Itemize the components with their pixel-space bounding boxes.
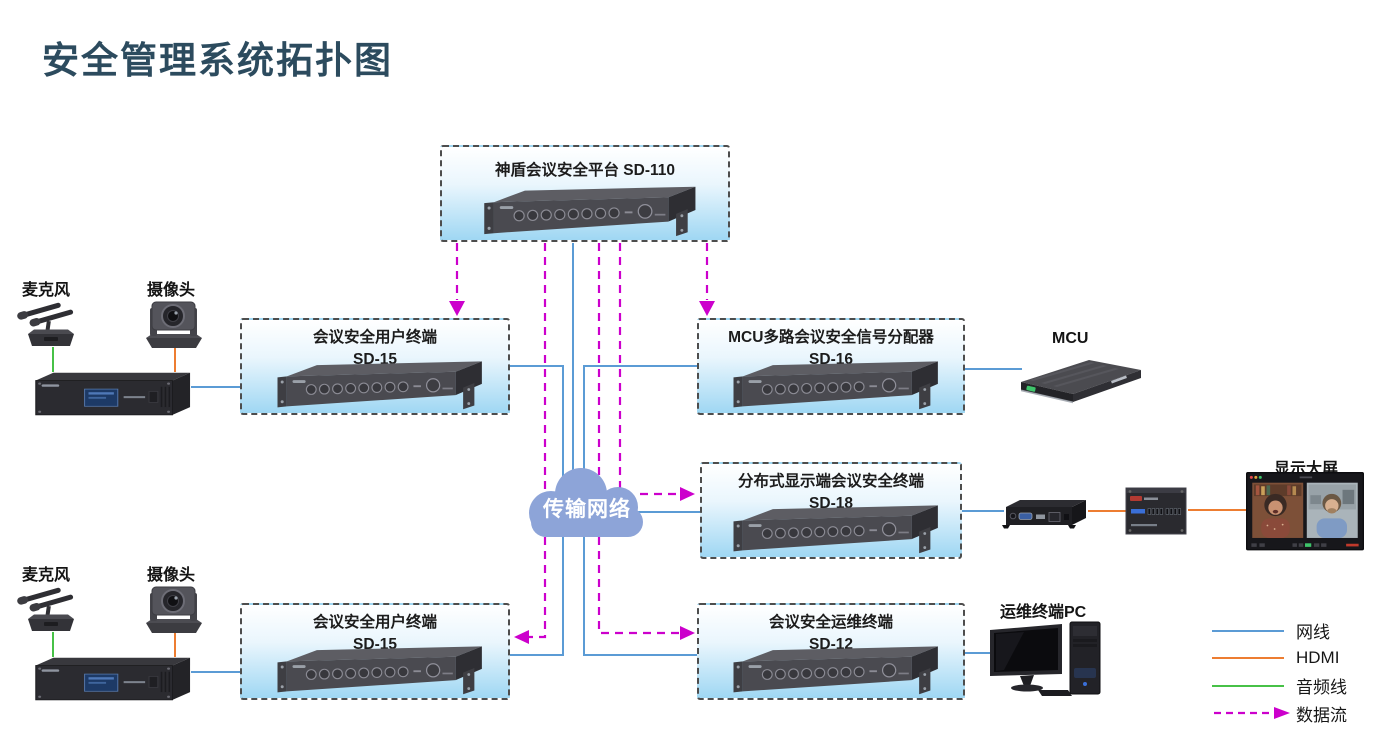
legend-audio-line bbox=[1212, 684, 1284, 687]
node-user-terminal-bottom-sd15: 会议安全用户终端 SD-15 bbox=[240, 603, 510, 700]
camera-image bbox=[138, 292, 210, 350]
rack-server-image bbox=[716, 496, 946, 556]
legend: 网线 HDMI 音频线 数据流 bbox=[1212, 617, 1347, 727]
node-platform-label: 神盾会议安全平台 SD-110 bbox=[494, 162, 675, 179]
cloud-label: 传输网络 bbox=[543, 498, 631, 521]
node-display-terminal-sd18: 分布式显示端会议安全终端 SD-18 bbox=[700, 462, 962, 559]
mic-top-label: 麦克风 bbox=[22, 282, 71, 299]
rack-server-image bbox=[259, 352, 491, 412]
ops-pc-image bbox=[984, 618, 1106, 706]
legend-flow-label: 数据流 bbox=[1296, 705, 1347, 725]
node-platform-sd110: 神盾会议安全平台 SD-110 bbox=[440, 145, 730, 242]
flow-arrowhead-sd15-bottom bbox=[514, 630, 529, 644]
decoder-box-image bbox=[998, 494, 1090, 530]
matrix-device-image bbox=[1122, 482, 1190, 538]
node-mcu-distributor-sd16: MCU多路会议安全信号分配器 SD-16 bbox=[697, 318, 965, 415]
mic-bottom-label: 麦克风 bbox=[22, 567, 71, 584]
legend-item-net: 网线 bbox=[1212, 617, 1347, 645]
node-ops-terminal-sd12: 会议安全运维终端 SD-12 bbox=[697, 603, 965, 700]
rack-server-image bbox=[715, 352, 947, 412]
node-label-line1: MCU多路会议安全信号分配器 bbox=[728, 329, 934, 346]
flow-arrowhead-sd12 bbox=[680, 626, 695, 640]
node-label-line1: 会议安全用户终端 bbox=[312, 614, 437, 631]
node-label-line1: 分布式显示端会议安全终端 bbox=[737, 473, 924, 490]
conference-terminal-image bbox=[26, 653, 192, 703]
legend-hdmi-line bbox=[1212, 657, 1284, 660]
node-label-line1: 会议安全用户终端 bbox=[312, 329, 437, 346]
cloud-shape bbox=[529, 468, 643, 537]
legend-item-audio: 音频线 bbox=[1212, 672, 1347, 700]
node-user-terminal-top-sd15: 会议安全用户终端 SD-15 bbox=[240, 318, 510, 415]
microphone-image bbox=[14, 577, 90, 635]
microphone-image bbox=[14, 292, 90, 350]
mcu-device-image bbox=[1015, 348, 1145, 404]
legend-hdmi-label: HDMI bbox=[1296, 648, 1340, 668]
conference-terminal-image bbox=[26, 368, 192, 418]
rack-server-image bbox=[259, 637, 491, 697]
big-display-image bbox=[1246, 472, 1364, 554]
camera-top-label: 摄像头 bbox=[147, 282, 196, 299]
legend-item-hdmi: HDMI bbox=[1212, 645, 1347, 673]
ops-pc-label: 运维终端PC bbox=[1000, 604, 1087, 621]
flow-arrowhead-sd15-top bbox=[449, 301, 465, 316]
page-title: 安全管理系统拓扑图 bbox=[42, 40, 393, 81]
legend-flow-arrow bbox=[1214, 707, 1290, 720]
legend-net-label: 网线 bbox=[1296, 623, 1330, 643]
flow-arrowhead-sd18 bbox=[680, 487, 695, 501]
rack-server-image bbox=[715, 637, 947, 697]
camera-image bbox=[138, 577, 210, 635]
flow-arrowhead-sd16 bbox=[699, 301, 715, 316]
cloud-transmission-network: 传输网络 bbox=[521, 461, 653, 545]
legend-net-line bbox=[1212, 629, 1284, 632]
camera-bottom-label: 摄像头 bbox=[147, 567, 196, 584]
legend-audio-label: 音频线 bbox=[1296, 678, 1347, 698]
mcu-label: MCU bbox=[1052, 330, 1089, 347]
flow-line-cloud-sd15-bottom bbox=[529, 243, 547, 639]
flow-line-cloud-sd12 bbox=[597, 243, 680, 635]
node-label-line1: 会议安全运维终端 bbox=[768, 614, 893, 631]
rack-server-image bbox=[464, 177, 706, 239]
legend-item-flow: 数据流 bbox=[1212, 700, 1347, 728]
